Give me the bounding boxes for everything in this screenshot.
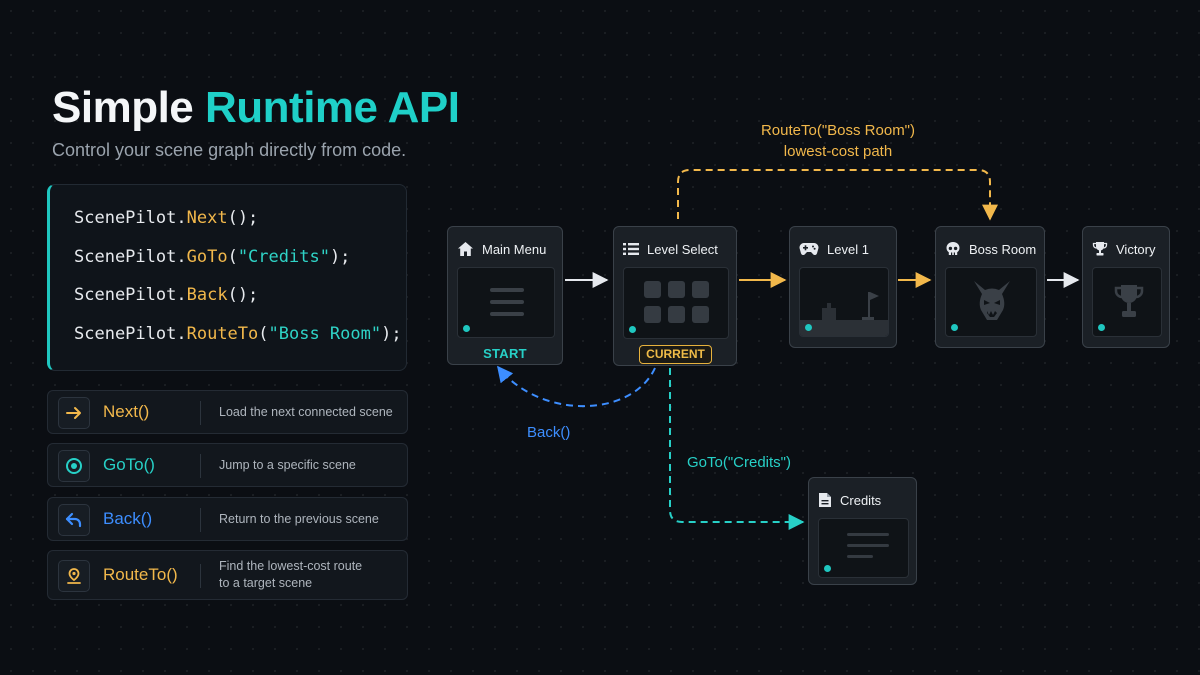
document-icon [819,493,831,507]
edge-back [497,365,656,407]
divider [200,454,201,478]
node-label-level-1: Level 1 [827,241,869,257]
trophy-icon [1092,242,1108,256]
node-label-victory: Victory [1116,241,1156,257]
edge-routeto [677,169,998,221]
page-subtitle: Control your scene graph directly from c… [52,140,407,160]
preview-boss-room [945,267,1037,337]
code-snippet: ScenePilot.Next(); ScenePilot.GoTo("Cred… [47,184,407,371]
target-icon [58,450,90,482]
gamepad-icon [799,243,819,256]
title-simple: Simple [52,83,194,132]
level-tile [692,281,709,298]
crate-top [827,303,831,308]
preview-level-1 [799,267,889,337]
divider [200,401,201,425]
title-runtime-api: Runtime API [205,83,460,132]
menu-bar [490,312,524,316]
scene-node-main-menu[interactable]: Main Menu START [447,226,563,365]
home-icon [458,242,473,256]
level-tile [644,306,661,323]
api-name-back: Back() [103,509,153,528]
code-line-goto: ScenePilot.GoTo("Credits"); [74,246,351,267]
preview-main-menu [457,267,555,338]
node-header: Victory [1092,240,1156,258]
text-line [847,555,873,558]
node-label-level-select: Level Select [647,241,718,257]
scene-node-credits[interactable]: Credits [808,477,917,585]
step [862,317,874,320]
api-desc-back: Return to the previous scene [219,512,379,526]
flag [870,292,879,300]
node-header: Main Menu [457,240,546,258]
status-dot [805,324,812,331]
arrow-right-icon [58,397,90,429]
code-line-next: ScenePilot.Next(); [74,208,259,228]
preview-credits [818,518,909,578]
api-item-back: Back() Return to the previous scene [47,497,408,541]
preview-level-select [623,267,729,339]
map-pin-icon [58,560,90,592]
node-header: Credits [818,491,881,509]
level-tile [668,306,685,323]
node-label-credits: Credits [840,492,882,508]
divider [200,508,201,532]
node-header: Boss Room [945,240,1036,258]
edge-goto [669,368,805,530]
start-badge: START [483,346,527,361]
trophy-icon [1114,285,1144,317]
flag-pole [868,292,870,320]
api-desc-next: Load the next connected scene [219,405,393,419]
scene-node-boss-room[interactable]: Boss Room [935,226,1045,348]
text-line [847,533,889,536]
scene-node-level-select[interactable]: Level Select CURRENT [613,226,737,366]
level-tile [668,281,685,298]
api-name-goto: GoTo() [103,455,155,474]
list-icon [623,243,639,255]
demon-head-icon [974,281,1010,320]
level-tile [692,306,709,323]
node-label-main-menu: Main Menu [482,241,547,257]
api-item-next: Next() Load the next connected scene [47,390,408,434]
api-desc-goto: Jump to a specific scene [219,458,356,472]
status-dot [1098,324,1105,331]
crate [822,308,836,320]
return-arrow-icon [58,504,90,536]
api-name-next: Next() [103,402,150,421]
api-name-routeto: RouteTo() [103,565,178,584]
level-tile [644,281,661,298]
menu-bar [490,300,524,304]
api-item-goto: GoTo() Jump to a specific scene [47,443,408,487]
node-header: Level 1 [799,240,869,258]
status-dot [463,325,470,332]
node-label-boss-room: Boss Room [969,241,1037,257]
back-label: Back() [527,424,571,441]
routeto-sublabel: lowest-cost path [783,143,893,160]
code-line-back: ScenePilot.Back(); [74,285,259,305]
preview-victory [1092,267,1162,337]
goto-label: GoTo("Credits") [687,454,792,471]
menu-bar [490,288,524,292]
api-desc-routeto-2: to a target scene [219,576,313,590]
routeto-label: RouteTo("Boss Room") [760,122,916,139]
code-line-routeto: ScenePilot.RouteTo("Boss Room"); [74,323,402,344]
status-dot [951,324,958,331]
status-dot [629,326,636,333]
api-item-routeto: RouteTo() Find the lowest-cost route to … [47,550,408,600]
node-header: Level Select [623,240,718,258]
scene-node-level-1[interactable]: Level 1 [789,226,897,348]
scene-node-victory[interactable]: Victory [1082,226,1170,348]
platform [800,320,888,336]
divider [200,564,201,588]
api-desc-routeto-1: Find the lowest-cost route [219,559,363,573]
status-dot [824,565,831,572]
page-title: Simple Runtime API [52,82,460,134]
skull-icon [946,242,960,255]
current-badge: CURRENT [639,345,712,364]
text-line [847,544,889,547]
